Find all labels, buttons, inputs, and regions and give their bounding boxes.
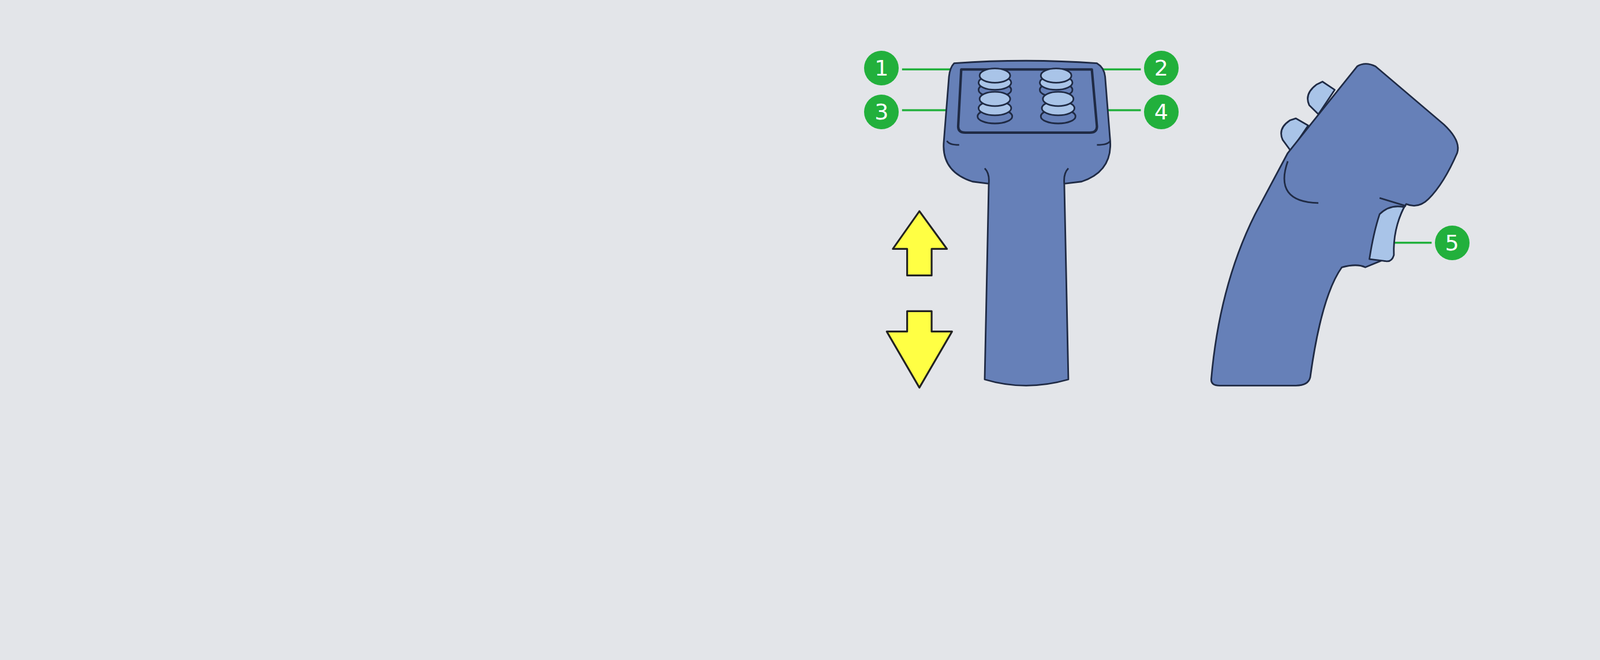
callout-number: 4 xyxy=(1154,101,1169,123)
callout-circle: 1 xyxy=(864,50,899,86)
side-view xyxy=(1210,64,1458,387)
callout-number: 5 xyxy=(1445,232,1460,254)
callout-circle: 3 xyxy=(864,94,899,130)
callout-circle: 5 xyxy=(1434,225,1470,261)
front-view xyxy=(943,60,1111,386)
buttons xyxy=(977,68,1076,124)
motion-arrows xyxy=(886,211,952,388)
callout-number: 1 xyxy=(874,57,889,80)
callout-circle: 4 xyxy=(1144,94,1179,130)
callout-number: 2 xyxy=(1154,57,1169,80)
callout-number: 3 xyxy=(874,101,889,123)
callout-circle: 2 xyxy=(1144,50,1179,86)
